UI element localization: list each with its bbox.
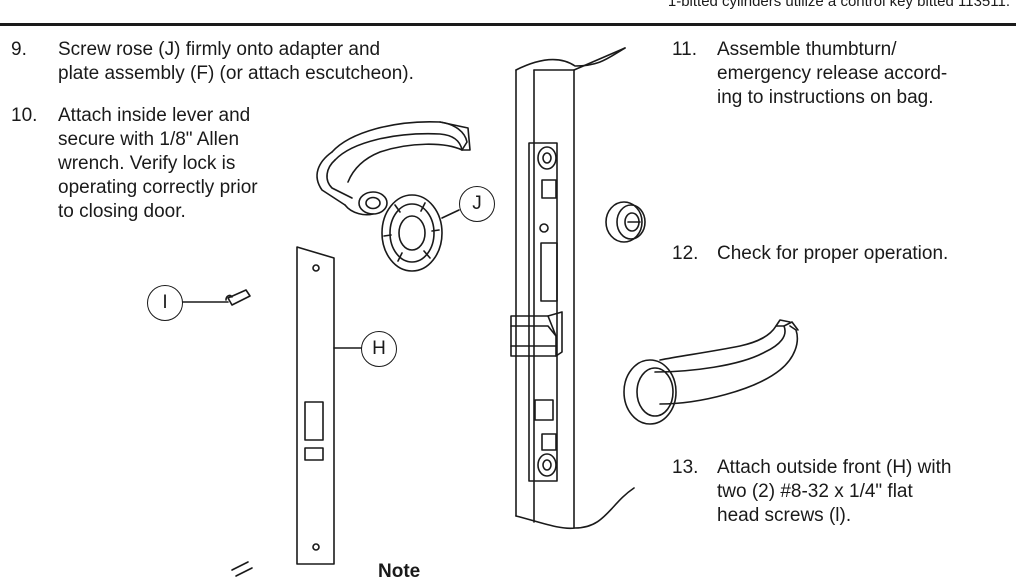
step-number: 12. (672, 243, 699, 264)
step-line: Screw rose (J) firmly onto adapter and (58, 39, 381, 60)
step-line: secure with 1/8" Allen (58, 129, 240, 150)
step-9: 9. Screw rose (J) firmly onto adapter an… (11, 38, 531, 88)
step-text: Screw rose (J) firmly onto adapter and p… (58, 38, 414, 86)
step-10: 10. Attach inside lever and secure with … (11, 104, 331, 234)
step-line: emergency release accord- (717, 63, 948, 84)
rose-j (381, 194, 460, 272)
header-rule (0, 23, 1016, 26)
note-heading: Note (378, 561, 421, 582)
step-line: Attach outside front (H) with (717, 457, 952, 478)
step-line: to closing door. (58, 201, 186, 222)
step-text: Check for proper operation. (717, 242, 948, 266)
callout-h: H (361, 331, 397, 367)
step-line: head screws (l). (717, 505, 852, 526)
step-number: 11. (672, 39, 698, 60)
step-text: Attach inside lever and secure with 1/8"… (58, 104, 258, 224)
cylinder (605, 201, 646, 243)
step-line: Check for proper operation. (717, 243, 949, 264)
step-line: two (2) #8-32 x 1/4" flat (717, 481, 913, 502)
cut-off-header-text: 1-bitted cylinders utilize a control key… (667, 0, 1010, 10)
step-13: 13. Attach outside front (H) with two (2… (672, 456, 1012, 536)
callout-i: I (147, 285, 183, 321)
step-12: 12. Check for proper operation. (672, 242, 1012, 268)
door-edge (515, 47, 635, 530)
strike-plate-h (296, 246, 363, 565)
step-number: 9. (11, 39, 27, 60)
step-line: Attach inside lever and (58, 105, 251, 126)
step-line: operating correctly prior (58, 177, 258, 198)
outside-lever (623, 319, 799, 425)
step-line: wrench. Verify lock is (58, 153, 236, 174)
step-11: 11. Assemble thumbturn/ emergency releas… (672, 38, 1012, 118)
step-text: Assemble thumbturn/ emergency release ac… (717, 38, 947, 110)
step-text: Attach outside front (H) with two (2) #8… (717, 456, 951, 528)
step-line: Assemble thumbturn/ (717, 39, 897, 60)
step-line: ing to instructions on bag. (717, 87, 934, 108)
step-number: 10. (11, 105, 38, 126)
screw-i (181, 289, 253, 577)
step-number: 13. (672, 457, 699, 478)
latch-bolt (510, 311, 563, 357)
inside-lever (316, 120, 471, 216)
step-line: plate assembly (F) (or attach escutcheon… (58, 63, 414, 84)
callout-j: J (459, 186, 495, 222)
